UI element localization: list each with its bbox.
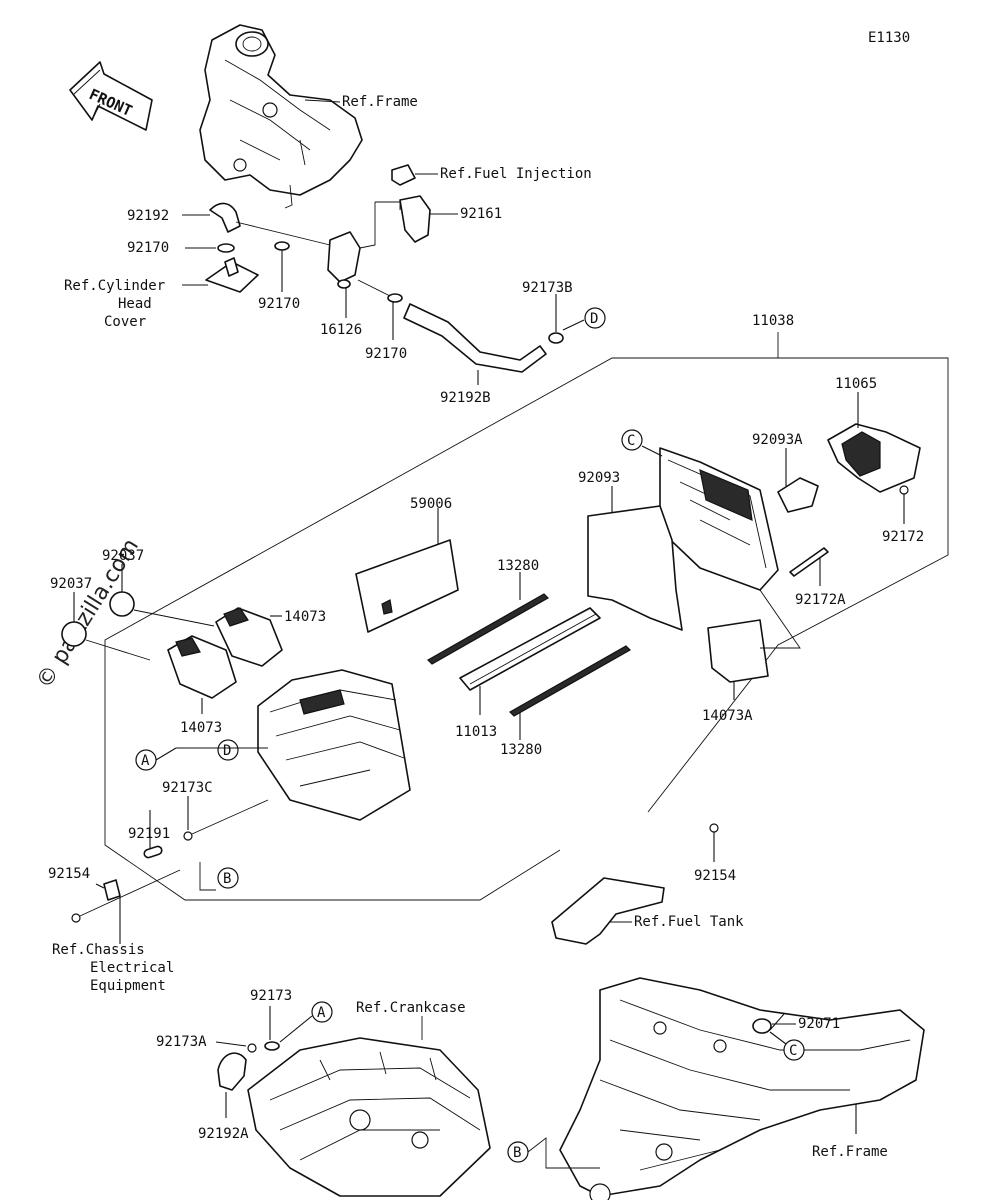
ref-chassis-3: Equipment <box>90 978 166 994</box>
label-92173a: 92173A <box>156 1034 207 1050</box>
label-92192b: 92192B <box>440 390 491 406</box>
callout-b2: B <box>513 1145 521 1161</box>
label-92093: 92093 <box>578 470 620 486</box>
label-92191: 92191 <box>128 826 170 842</box>
part-11013 <box>459 607 601 691</box>
frame-top-illustration <box>199 24 363 209</box>
part-92192b <box>403 303 547 373</box>
label-92154-a: 92154 <box>48 866 90 882</box>
part-92154-right <box>709 823 719 833</box>
label-14073-b: 14073 <box>180 720 222 736</box>
part-92093 <box>587 505 683 631</box>
part-92173a <box>247 1043 257 1053</box>
ref-crankcase: Ref.Crankcase <box>356 1000 466 1016</box>
label-92170-b: 92170 <box>258 296 300 312</box>
ref-fuel-tank: Ref.Fuel Tank <box>634 914 744 930</box>
callout-c1: C <box>627 433 635 449</box>
air-cleaner-housing-upper <box>659 447 779 591</box>
label-13280-a: 13280 <box>497 558 539 574</box>
label-16126: 16126 <box>320 322 362 338</box>
part-92173 <box>264 1041 280 1051</box>
part-14073a <box>707 619 769 683</box>
label-11065: 11065 <box>835 376 877 392</box>
label-92172: 92172 <box>882 529 924 545</box>
part-92192a <box>217 1052 247 1091</box>
part-92093a <box>777 477 819 513</box>
callout-a1: A <box>141 753 150 769</box>
label-92172a: 92172A <box>795 592 846 608</box>
ref-cylinder-3: Cover <box>104 314 146 330</box>
callout-d-top <box>584 307 606 329</box>
label-92037-a: 92037 <box>102 548 144 564</box>
part-92037-upper <box>109 591 135 617</box>
air-cleaner-housing-lower <box>257 669 411 821</box>
part-92161 <box>399 195 431 243</box>
callout-d1: D <box>590 311 598 327</box>
part-59006 <box>355 539 459 633</box>
ref-chassis-1: Ref.Chassis <box>52 942 145 958</box>
label-92161: 92161 <box>460 206 502 222</box>
ref-fuel-injection: Ref.Fuel Injection <box>440 166 592 182</box>
part-92173c <box>183 831 193 841</box>
part-92170-middle <box>274 241 290 251</box>
fuel-tank-bracket <box>551 877 665 945</box>
label-59006: 59006 <box>410 496 452 512</box>
part-13280-lower <box>509 645 631 717</box>
part-92170-right <box>387 293 403 303</box>
part-92172a <box>789 547 829 577</box>
part-16126 <box>327 231 361 283</box>
ref-frame-bottom: Ref.Frame <box>812 1144 888 1160</box>
label-11013: 11013 <box>455 724 497 740</box>
part-92191 <box>143 845 163 859</box>
label-92037-b: 92037 <box>50 576 92 592</box>
frame-bottom-illustration <box>559 977 925 1197</box>
part-92154-left <box>71 913 81 923</box>
part-92037-lower <box>61 621 87 647</box>
callout-c2: C <box>789 1043 797 1059</box>
label-92170-a: 92170 <box>127 240 169 256</box>
diagram-code: E1130 <box>868 30 910 46</box>
ref-cylinder-1: Ref.Cylinder <box>64 278 165 294</box>
ref-chassis-2: Electrical <box>90 960 174 976</box>
label-92154-b: 92154 <box>694 868 736 884</box>
label-13280-b: 13280 <box>500 742 542 758</box>
label-92192a: 92192A <box>198 1126 249 1142</box>
label-92071: 92071 <box>798 1016 840 1032</box>
part-92071 <box>752 1018 772 1034</box>
part-92154-left-bracket <box>103 879 121 901</box>
label-92192: 92192 <box>127 208 169 224</box>
ref-frame-top: Ref.Frame <box>342 94 418 110</box>
fuel-injection-connector <box>391 164 416 186</box>
label-92173c: 92173C <box>162 780 213 796</box>
front-arrow: FRONT <box>69 61 153 131</box>
label-92173b: 92173B <box>522 280 573 296</box>
label-92173: 92173 <box>250 988 292 1004</box>
label-14073-a: 14073 <box>284 609 326 625</box>
part-92172 <box>899 485 909 495</box>
callout-b1: B <box>223 871 231 887</box>
ref-cylinder-2: Head <box>118 296 152 312</box>
cylinder-head-cover-fitting <box>205 261 259 293</box>
callout-d2: D <box>223 743 231 759</box>
label-92170-c: 92170 <box>365 346 407 362</box>
part-92170-left <box>217 243 235 253</box>
label-92093a: 92093A <box>752 432 803 448</box>
part-13280-upper <box>427 593 549 665</box>
callout-a2: A <box>317 1005 326 1021</box>
label-11038: 11038 <box>752 313 794 329</box>
label-14073a: 14073A <box>702 708 753 724</box>
part-92173b <box>548 332 564 344</box>
part-92192 <box>209 202 241 233</box>
